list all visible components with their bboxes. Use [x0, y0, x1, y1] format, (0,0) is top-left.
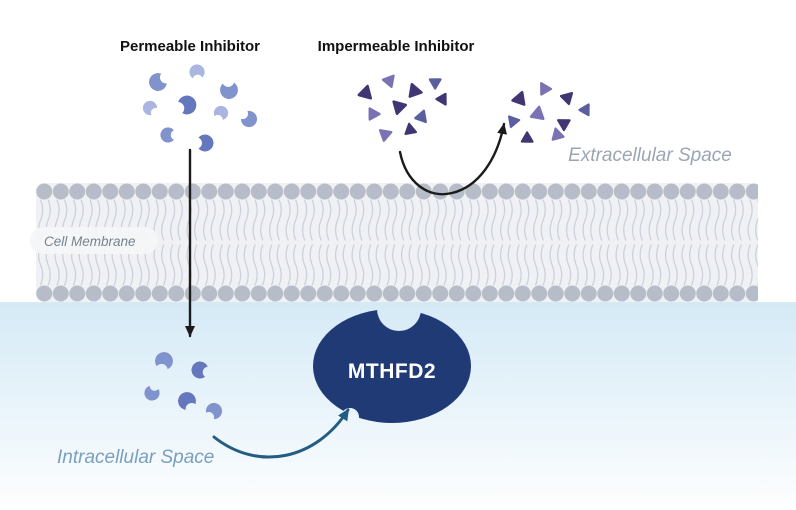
cell-membrane-label-backing [30, 227, 158, 254]
triangle-icon [402, 121, 417, 135]
triangle-icon [404, 80, 423, 98]
triangle-icon [378, 125, 395, 142]
crescent-icon [193, 131, 217, 155]
triangle-icon [428, 73, 445, 90]
crescent-icon [157, 124, 179, 146]
triangle-icon [559, 87, 578, 106]
crescent-icon [142, 100, 158, 116]
cell-membrane-bilayer [30, 183, 758, 302]
triangle-icon [520, 131, 537, 148]
intracellular-space-label: Intracellular Space [57, 447, 215, 468]
triangle-icon [549, 126, 565, 141]
crescent-icon [240, 110, 258, 128]
impermeable-inhibitor-label: Impermeable Inhibitor [317, 38, 475, 55]
triangle-icon [368, 107, 381, 121]
triangle-icon [554, 114, 571, 132]
impermeable-bounce-arrow [398, 122, 507, 196]
impermeable-inhibitor-cluster-right [508, 79, 595, 148]
crescent-icon [147, 71, 169, 93]
extracellular-space-label: Extracellular Space [568, 145, 732, 166]
crescent-icon [186, 61, 208, 83]
triangle-icon [387, 95, 408, 116]
permeable-inhibitor-label: Permeable Inhibitor [119, 38, 261, 55]
crescent-icon [216, 77, 241, 102]
triangle-icon [535, 79, 553, 96]
crescent-icon [174, 92, 199, 117]
triangle-icon [435, 92, 452, 109]
triangle-icon [357, 83, 375, 100]
triangle-icon [529, 104, 547, 121]
cell-membrane-label: Cell Membrane [44, 234, 136, 249]
impermeable-inhibitor-cluster-left [357, 71, 452, 142]
triangle-icon [508, 113, 522, 128]
mthfd2-enzyme-label: MTHFD2 [347, 360, 437, 383]
triangle-icon [381, 71, 399, 89]
permeable-inhibitor-cluster-top [142, 61, 258, 155]
mthfd2-enzyme-shape [305, 300, 485, 430]
inhibitor-to-enzyme-arrow [212, 408, 350, 459]
triangle-icon [511, 88, 530, 106]
triangle-icon [578, 100, 595, 117]
crescent-icon [212, 104, 230, 122]
triangle-icon [414, 107, 431, 124]
arrows [185, 122, 507, 459]
